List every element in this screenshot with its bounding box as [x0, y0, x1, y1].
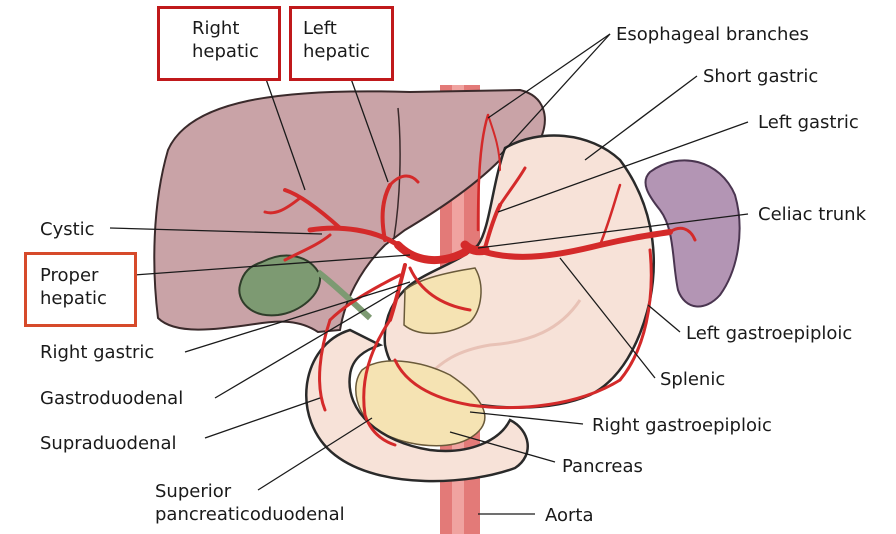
label-short-gastric: Short gastric [703, 65, 818, 88]
label-proper-hepatic: Proper hepatic [40, 264, 107, 310]
label-right-hepatic: Right hepatic [192, 17, 259, 63]
label-aorta: Aorta [545, 504, 594, 527]
label-left-gastric: Left gastric [758, 111, 859, 134]
label-splenic: Splenic [660, 368, 725, 391]
label-superior-pancreaticoduodenal: Superior pancreaticoduodenal [155, 480, 345, 526]
label-pancreas: Pancreas [562, 455, 643, 478]
label-left-gastroepiploic: Left gastroepiploic [686, 322, 852, 345]
label-right-gastroepiploic: Right gastroepiploic [592, 414, 772, 437]
label-gastroduodenal: Gastroduodenal [40, 387, 183, 410]
label-supraduodenal: Supraduodenal [40, 432, 176, 455]
label-right-gastric: Right gastric [40, 341, 154, 364]
label-left-hepatic: Left hepatic [303, 17, 370, 63]
label-celiac-trunk: Celiac trunk [758, 203, 866, 226]
label-esophageal-branches: Esophageal branches [616, 23, 809, 46]
label-cystic: Cystic [40, 218, 95, 241]
